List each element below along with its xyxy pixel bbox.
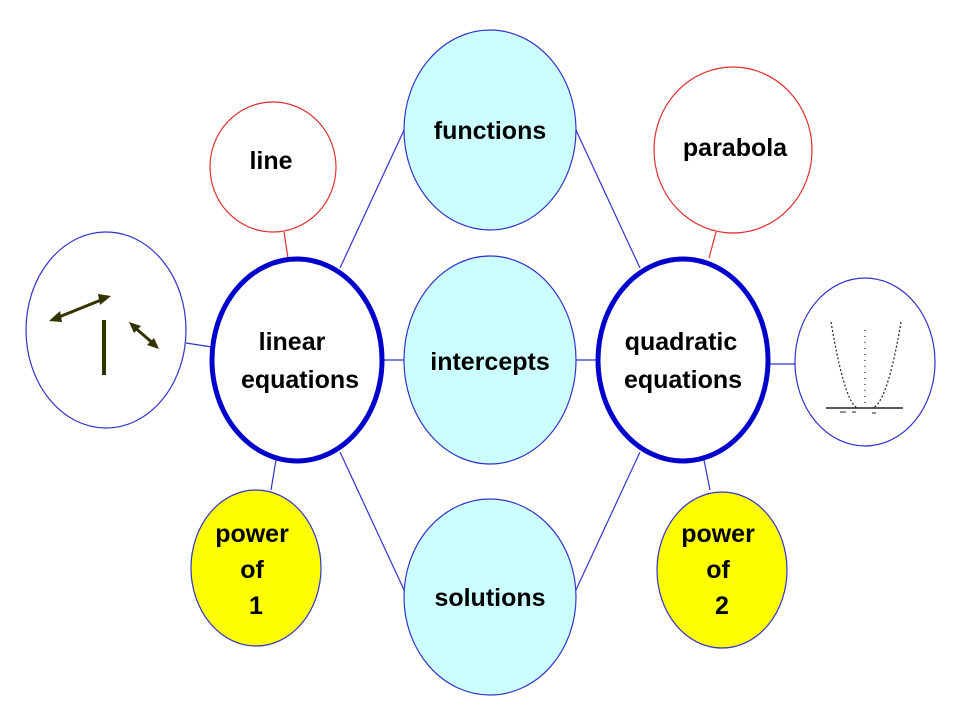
node-lines-picture	[25, 231, 187, 429]
connector-quadratic-solutions	[574, 451, 641, 593]
functions-label: functions	[434, 117, 547, 145]
connector-linear-functions	[339, 127, 406, 269]
solutions-label: solutions	[434, 584, 545, 612]
power-of-1-line1: power	[215, 520, 289, 548]
node-intercepts: intercepts	[403, 255, 577, 465]
node-linear-equations: linear equations	[209, 256, 385, 464]
intersecting-lines-icon	[49, 294, 159, 375]
node-functions: functions	[403, 29, 577, 231]
connector-quadratic-functions	[574, 127, 641, 269]
power-of-2-line3: 2	[715, 592, 729, 620]
connector-parabola-quadratic	[708, 231, 717, 259]
connector-line-linear	[283, 231, 289, 259]
power-of-2-line1: power	[681, 520, 755, 548]
parabola-graph-icon	[826, 321, 903, 414]
red-connectors	[283, 231, 717, 259]
parabola-label: parabola	[683, 134, 788, 162]
node-power-of-2: power of 2	[656, 491, 788, 649]
power-of-1-line3: 1	[249, 592, 263, 620]
node-parabola: parabola	[653, 66, 813, 234]
node-line: line	[209, 101, 337, 233]
node-parabola-picture	[794, 277, 936, 447]
linear-equations-label-line1: linear	[259, 328, 326, 356]
node-quadratic-equations: quadratic equations	[595, 256, 771, 464]
node-solutions: solutions	[403, 498, 577, 696]
connector-linear-power1	[270, 459, 277, 491]
connector-lines-picture-linear	[185, 342, 213, 348]
quadratic-equations-label-line2: equations	[624, 366, 742, 394]
connector-linear-solutions	[339, 451, 406, 593]
node-power-of-1: power of 1	[190, 489, 322, 647]
intercepts-label: intercepts	[430, 348, 549, 376]
connector-quadratic-power2	[703, 459, 711, 491]
power-of-1-line2: of	[240, 556, 264, 584]
quadratic-equations-label-line1: quadratic	[625, 328, 738, 356]
connectors	[185, 127, 796, 593]
power-of-2-line2: of	[706, 556, 730, 584]
linear-equations-label-line2: equations	[241, 366, 359, 394]
line-label: line	[249, 147, 292, 175]
